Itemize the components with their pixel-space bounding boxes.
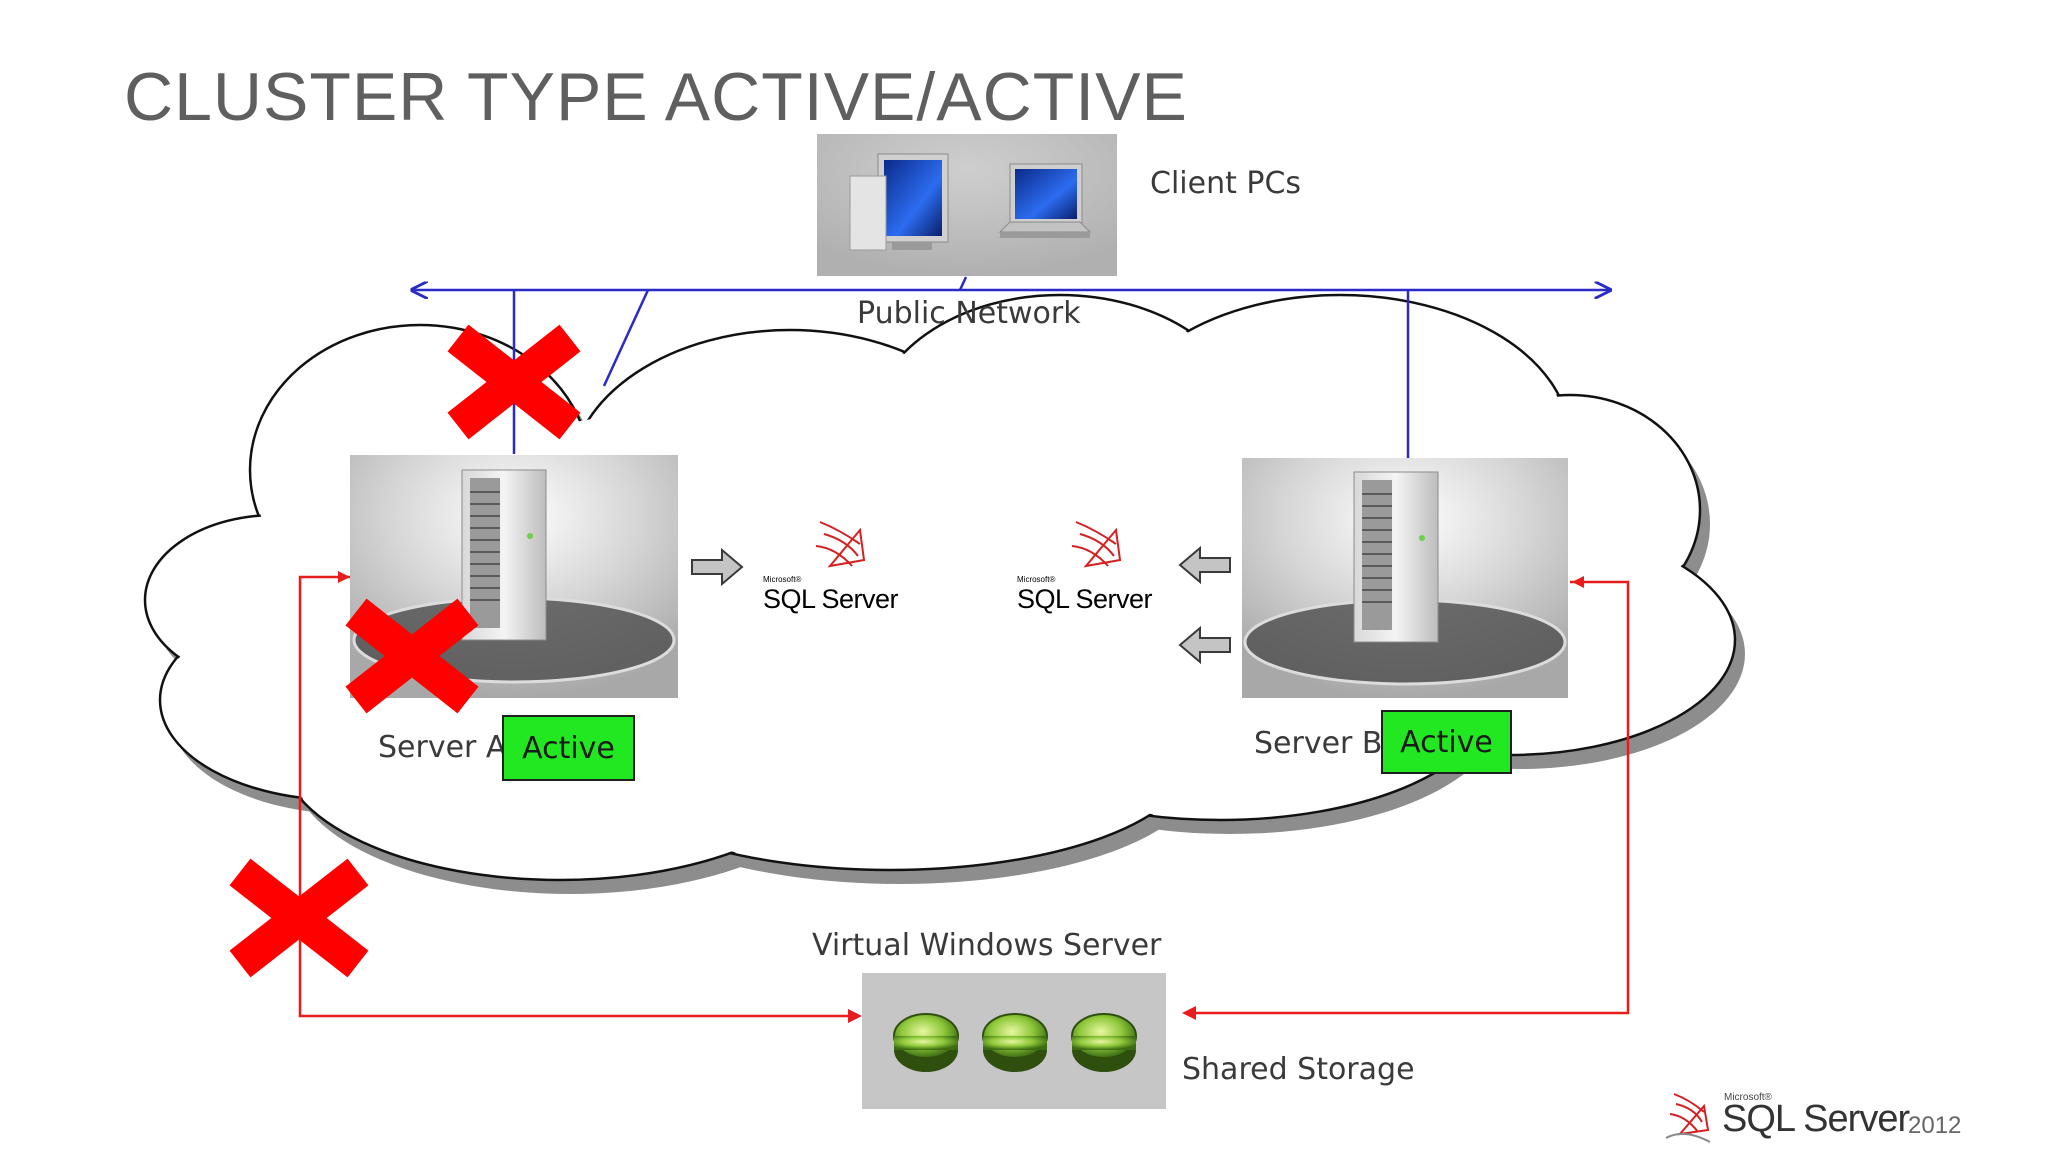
x-cross-icon — [345, 598, 479, 714]
server-a-label: Server A — [378, 730, 507, 765]
sql-logo-microsoft: Microsoft® — [1724, 1092, 1772, 1103]
disk-icon — [982, 1013, 1048, 1072]
client-pcs-label: Client PCs — [1150, 166, 1302, 201]
svg-text:Microsoft®: Microsoft® — [1017, 575, 1055, 584]
svg-text:SQL Server: SQL Server — [763, 584, 899, 614]
server-b-image — [1242, 458, 1568, 698]
svg-text:SQL Server: SQL Server — [1017, 584, 1153, 614]
sql-logo-product: SQL Server — [1722, 1098, 1910, 1140]
shared-storage-label: Shared Storage — [1182, 1052, 1415, 1087]
sql-server-logo-icon — [1665, 1093, 1711, 1143]
client-pcs-image — [817, 134, 1117, 276]
slide-title: CLUSTER TYPE ACTIVE/ACTIVE — [124, 59, 1188, 135]
disk-icon — [893, 1013, 959, 1072]
arrow-icon — [691, 545, 1231, 665]
sql-server-logo-right: Microsoft® SQL Server — [1017, 521, 1153, 614]
disk-icon — [1071, 1013, 1137, 1072]
sql-server-2012-logo: Microsoft® SQL Server 2012 — [1660, 1082, 1980, 1152]
server-a-status-badge: Active — [502, 715, 635, 781]
sql-server-logo-left: Microsoft® SQL Server — [763, 521, 899, 614]
svg-text:Microsoft®: Microsoft® — [763, 575, 801, 584]
storage-link — [298, 571, 1630, 1023]
shared-storage-image — [862, 973, 1166, 1109]
sql-logo-version: 2012 — [1908, 1112, 1962, 1139]
server-b-status-badge: Active — [1381, 710, 1512, 774]
virtual-windows-server-label: Virtual Windows Server — [812, 928, 1162, 963]
server-b-label: Server B — [1254, 726, 1383, 761]
x-cross-icon — [229, 858, 369, 978]
public-network-label: Public Network — [857, 296, 1081, 331]
x-cross-icon — [447, 324, 581, 440]
